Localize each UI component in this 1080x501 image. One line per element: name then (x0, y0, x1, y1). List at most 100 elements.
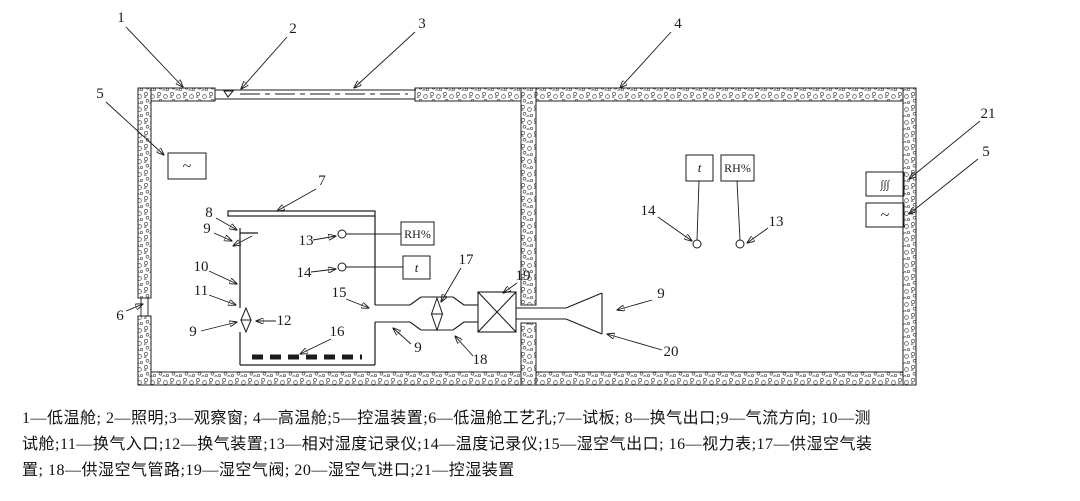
callout-12: 12 (256, 313, 292, 329)
callout-1-label: 1 (117, 10, 125, 26)
legend-line-2: 试舱;11—换气入口;12—换气装置;13—相对湿度记录仪;14—温度记录仪;1… (22, 436, 873, 453)
callout-2: 2 (241, 21, 297, 89)
callout-9-outlet: 9 (203, 221, 232, 241)
chamber-schematic: ~ ∫∫∫ ~ RH% t (96, 10, 996, 386)
rh-recorder-right-box (720, 154, 755, 182)
callout-14-left: 14 (297, 265, 337, 281)
callout-11-label: 11 (194, 283, 208, 299)
callout-9-inlet: 9 (617, 286, 665, 310)
temp-recorder-right-label: t (698, 160, 702, 175)
right-wall (902, 87, 917, 386)
callout-9-fan-label: 9 (189, 324, 197, 340)
callout-9-inlet-label: 9 (657, 286, 665, 302)
temp-recorder-left: t (337, 255, 431, 280)
legend-caption: 1—低温舱; 2—照明;3—观察窗; 4—高温舱;5—控温装置;6—低温舱工艺孔… (0, 400, 1080, 484)
callout-8-label: 8 (205, 205, 213, 221)
callout-8: 8 (205, 205, 237, 230)
callout-5-left-label: 5 (96, 86, 104, 102)
rh-recorder-left-box (400, 221, 435, 246)
process-hole (140, 298, 149, 316)
temp-recorder-left-label: t (415, 260, 419, 275)
legend-line-3: 置; 18—供湿空气管路;19—湿空气阀; 20—湿空气进口;21—控湿装置 (22, 462, 515, 479)
callout-21-label: 21 (981, 106, 996, 122)
callout-15-label: 15 (332, 285, 347, 301)
callout-21: 21 (909, 106, 996, 179)
callout-16: 16 (300, 324, 345, 354)
airflow-out-arrow (233, 235, 253, 246)
callout-2-label: 2 (289, 21, 297, 37)
ventilation-fan-icon (240, 306, 252, 334)
test-chamber (227, 210, 376, 366)
callout-16-label: 16 (330, 324, 346, 340)
callout-7: 7 (277, 173, 326, 211)
callout-18: 18 (455, 336, 488, 368)
callout-5-right: 5 (909, 144, 990, 214)
humidity-controller-box (865, 171, 905, 197)
legend-line-1: 1—低温舱; 2—照明;3—观察窗; 4—高温舱;5—控温装置;6—低温舱工艺孔… (22, 410, 872, 427)
rh-recorder-left-label: RH% (404, 227, 431, 241)
temp-controller-left-symbol: ~ (183, 158, 192, 175)
callout-6-label: 6 (116, 308, 124, 324)
humidity-controller-symbol: ∫∫∫ (879, 179, 890, 191)
callout-17-label: 17 (459, 252, 475, 268)
temp-controller-right-symbol: ~ (881, 207, 890, 224)
rh-recorder-left: RH% (337, 221, 435, 246)
callout-5-right-label: 5 (982, 144, 990, 160)
rh-sensor-right (735, 239, 745, 249)
callout-18-label: 18 (473, 352, 488, 368)
temp-sensor-left (337, 262, 347, 272)
callout-6: 6 (116, 304, 143, 324)
callout-3-label: 3 (418, 16, 426, 32)
callout-11: 11 (194, 283, 236, 305)
callout-20-label: 20 (664, 344, 679, 360)
callout-19-label: 19 (516, 268, 531, 284)
temp-recorder-right-box (685, 154, 714, 182)
callout-13-right: 13 (747, 214, 784, 243)
rh-recorder-right-label: RH% (724, 161, 751, 175)
observation-window (215, 89, 415, 100)
rh-recorder-right: RH% (720, 154, 755, 249)
temp-recorder-left-box (402, 255, 431, 280)
callout-19: 19 (503, 268, 531, 293)
temp-sensor-right (692, 239, 702, 249)
left-wall-lower (137, 315, 152, 386)
top-wall-right-segment (414, 87, 917, 102)
callout-4: 4 (620, 16, 682, 88)
callout-13-right-label: 13 (769, 214, 784, 230)
callout-12-label: 12 (277, 313, 292, 329)
callout-14-left-label: 14 (297, 265, 313, 281)
callout-5-left: 5 (96, 86, 164, 155)
humidity-controller: ∫∫∫ (865, 171, 905, 197)
left-wall-upper (137, 87, 152, 299)
callout-9-outlet-label: 9 (203, 221, 211, 237)
callout-9-duct-label: 9 (414, 340, 422, 356)
callout-4-label: 4 (674, 16, 682, 32)
rh-sensor-left (337, 229, 347, 239)
temp-recorder-right: t (685, 154, 714, 249)
callout-14-right: 14 (641, 203, 693, 241)
callout-3: 3 (354, 16, 426, 88)
callout-20: 20 (607, 334, 679, 360)
callout-9-duct: 9 (393, 328, 422, 356)
callout-17: 17 (441, 252, 474, 302)
test-plate (227, 210, 376, 217)
callout-13-left-label: 13 (299, 233, 314, 249)
chamber-walls (137, 87, 917, 386)
temp-controller-left: ~ (167, 152, 207, 180)
callout-10: 10 (194, 259, 238, 284)
callout-15: 15 (332, 285, 370, 308)
middle-wall-lower (520, 322, 537, 386)
temp-controller-right: ~ (865, 202, 905, 228)
callout-10-label: 10 (194, 259, 209, 275)
callout-9-fan: 9 (189, 322, 237, 340)
callout-1: 1 (117, 10, 183, 87)
callout-14-right-label: 14 (641, 203, 657, 219)
callouts: 1 2 3 4 5 21 5 6 (96, 10, 995, 368)
supply-fan-icon (430, 296, 444, 332)
temp-controller-right-box (865, 202, 905, 228)
humid-air-duct (375, 291, 603, 335)
lamp-icon (223, 90, 235, 98)
callout-7-label: 7 (318, 173, 326, 189)
temp-controller-left-box (167, 152, 207, 180)
